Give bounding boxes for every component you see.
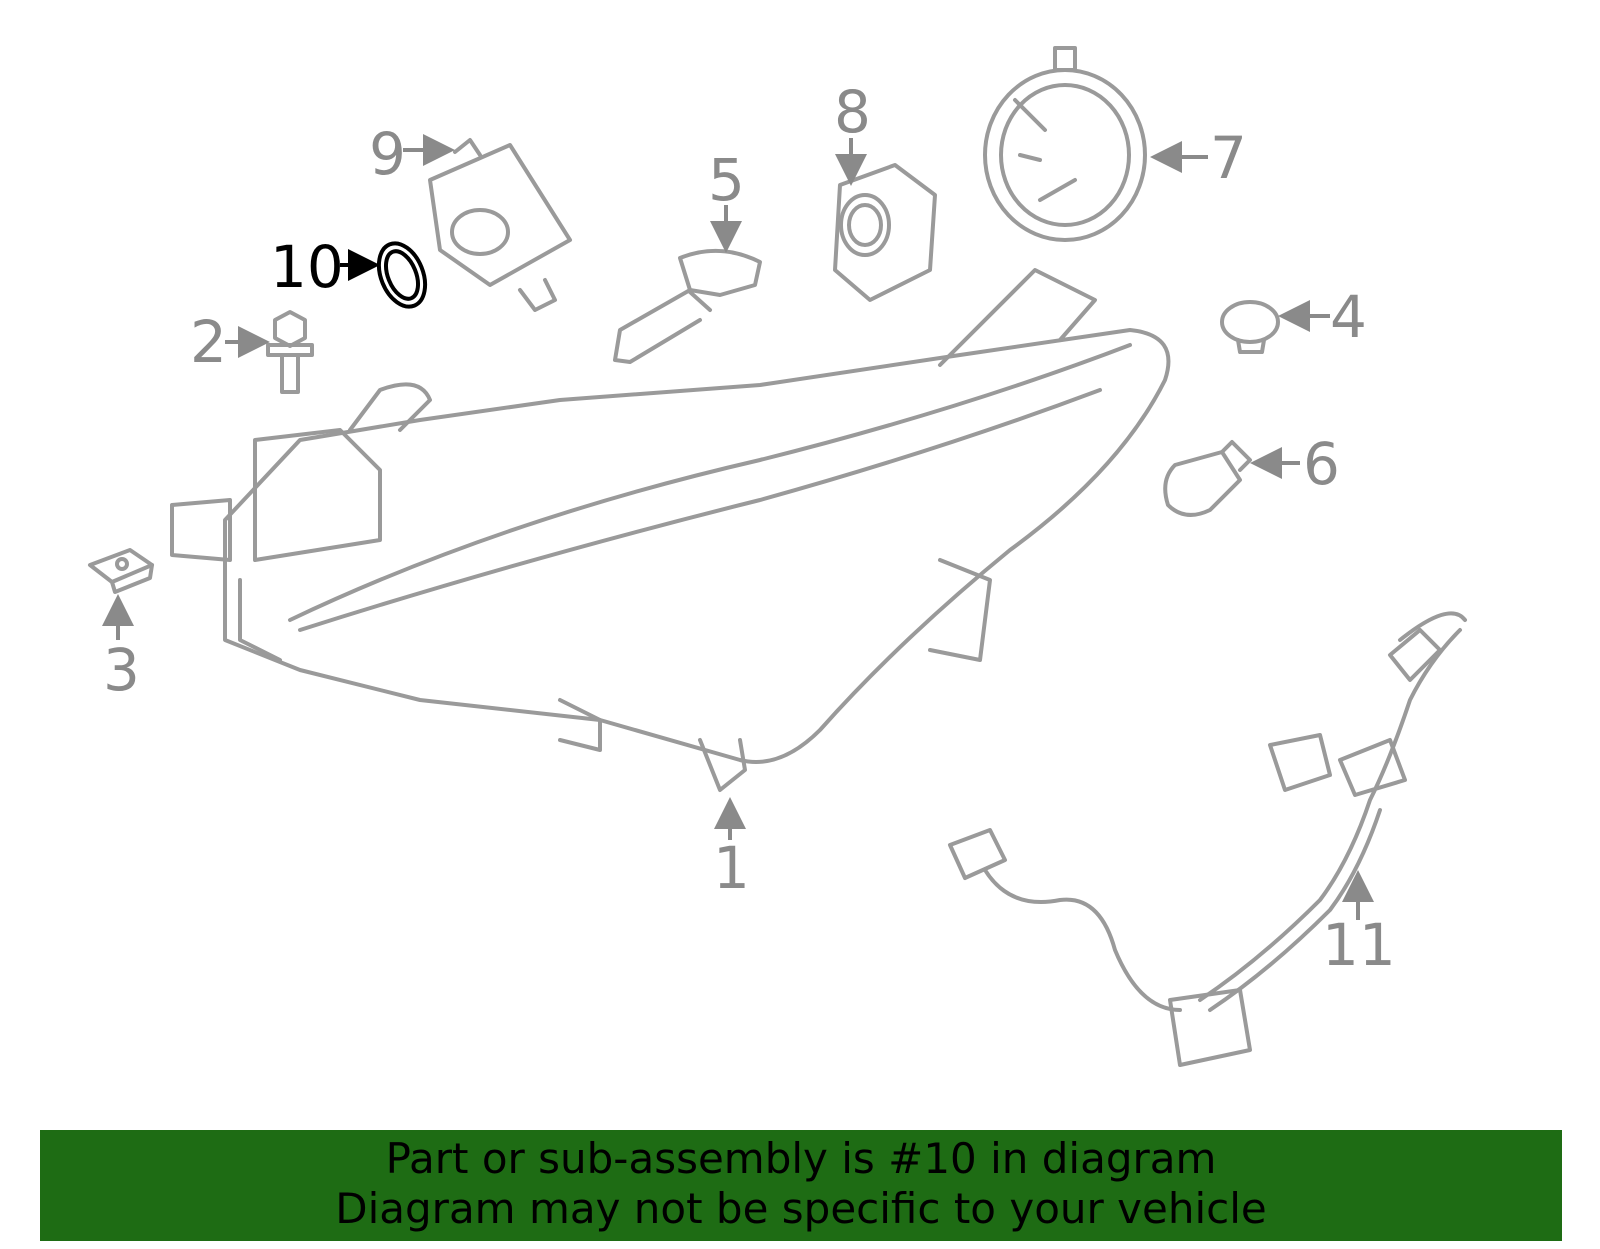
callout-2: 2	[190, 308, 227, 376]
callout-5: 5	[708, 146, 745, 214]
callout-8: 8	[834, 78, 871, 146]
callout-3: 3	[103, 636, 140, 704]
callout-11: 11	[1322, 911, 1396, 979]
side-marker-bulb-part	[1163, 440, 1252, 517]
actuator-part	[833, 163, 937, 302]
banner-line-part-number: Part or sub-assembly is #10 in diagram	[385, 1134, 1217, 1183]
bolt-part	[266, 310, 314, 394]
callout-6: 6	[1303, 430, 1340, 498]
callout-7: 7	[1210, 124, 1247, 192]
wiring-harness-part	[948, 611, 1467, 1067]
headlight-bulb-part	[613, 248, 762, 364]
callout-labels: 1 2 3 4 5 6 7 8 9 10 11	[103, 78, 1396, 979]
control-module-part	[428, 138, 572, 312]
leader-lines	[102, 134, 1374, 920]
cap-part	[1220, 300, 1280, 354]
banner-line-disclaimer: Diagram may not be specific to your vehi…	[335, 1184, 1267, 1233]
parts-diagram: 1 2 3 4 5 6 7 8 9 10 11	[88, 46, 1467, 1067]
info-banner: Part or sub-assembly is #10 in diagram D…	[40, 1130, 1562, 1241]
callout-4: 4	[1330, 283, 1367, 351]
headlamp-assembly-part	[170, 268, 1171, 792]
headlamp-cover-part	[983, 46, 1147, 242]
callout-10: 10	[270, 233, 344, 301]
clip-part	[88, 548, 154, 594]
seal-ring-part	[376, 241, 428, 309]
callout-9: 9	[369, 120, 406, 188]
callout-1: 1	[713, 834, 750, 902]
